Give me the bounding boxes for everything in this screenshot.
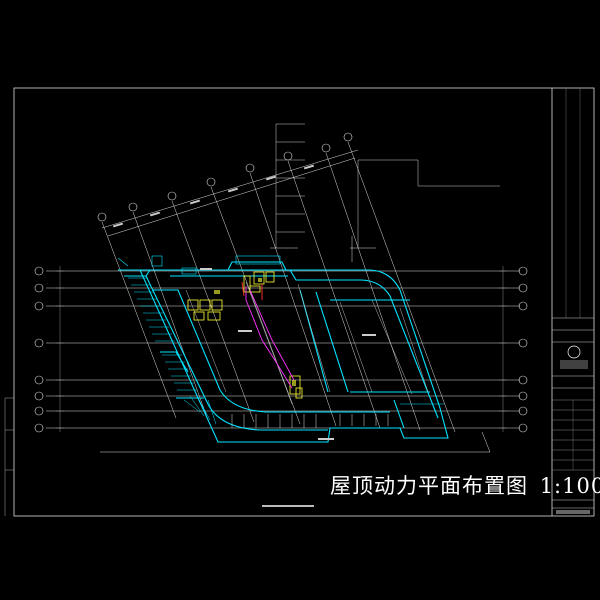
room-labels — [200, 268, 376, 440]
reference-lines-upper — [275, 123, 500, 248]
north-emblem-icon — [567, 345, 581, 359]
left-dimension-chain — [56, 266, 64, 432]
building-walls — [118, 261, 449, 443]
axis-bubbles-right — [518, 266, 528, 433]
drawing-scale: 1:100 — [539, 474, 600, 498]
stair-hatching — [128, 277, 217, 425]
drawing-title: 屋顶动力平面布置图 1:100 — [330, 470, 600, 500]
slanted-axis-grid — [101, 141, 456, 433]
power-cable-route — [241, 281, 295, 389]
right-dimension-chain — [499, 266, 507, 432]
top-dimension-chain — [101, 149, 359, 237]
title-block — [551, 88, 594, 516]
top-dimension-texts — [112, 164, 315, 228]
horizontal-axis-grid — [46, 270, 520, 429]
drawing-title-text: 屋顶动力平面布置图 — [330, 474, 528, 498]
bottom-corridor-marks — [231, 414, 389, 428]
scale-bar — [262, 505, 314, 507]
drawing-border — [13, 87, 595, 517]
roof-interior-lines — [185, 281, 429, 405]
top-axis-bubbles — [97, 132, 353, 222]
axis-bubbles-left — [34, 266, 44, 433]
site-boundary — [100, 236, 491, 453]
equipment-fills — [214, 278, 296, 386]
misc-annotations — [117, 255, 444, 405]
